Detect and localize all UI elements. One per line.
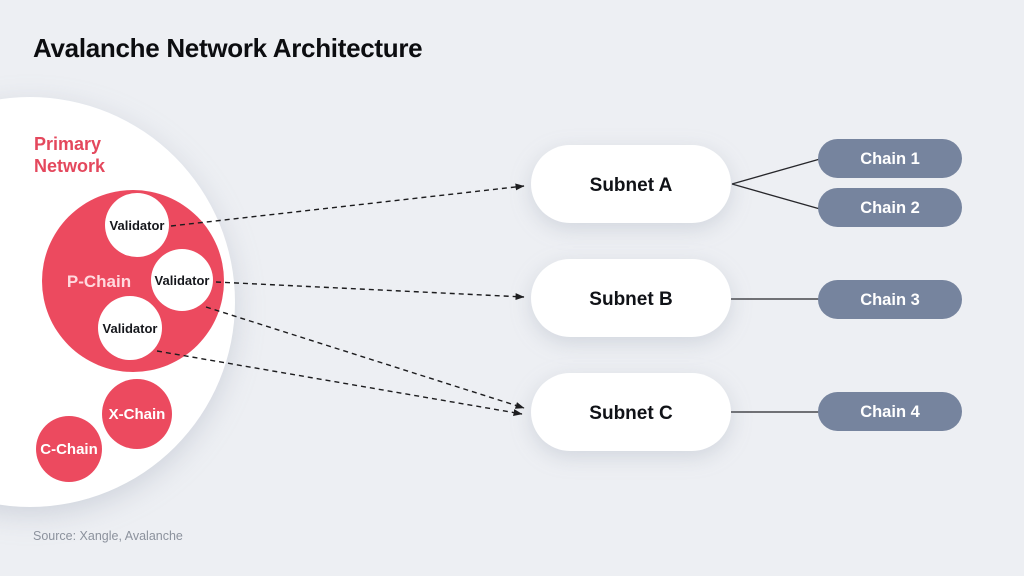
subnet-c-pill [531,373,731,451]
dashed-arrow-validator3-subnetC [156,350,523,417]
x-chain-label: X-Chain [109,406,166,423]
validator-label-2: Validator [155,273,210,288]
connector-subnetA-chain1 [731,158,821,185]
validator-circle-1 [105,193,169,257]
page-title: Avalanche Network Architecture [33,33,423,63]
chain-3-label: Chain 3 [860,291,920,309]
subnet-b-label: Subnet B [589,289,672,310]
dashed-arrow-validator2-subnetB [215,281,525,301]
source-note: Source: Xangle, Avalanche [33,529,183,543]
x-chain-circle [102,379,172,449]
p-chain-label: P-Chain [67,272,131,291]
chain-1-label: Chain 1 [860,150,920,168]
subnet-a-pill [531,145,731,223]
chain-2-label: Chain 2 [860,199,920,217]
primary-network-label: Primary Network [34,134,106,176]
c-chain-circle [36,416,102,482]
dashed-arrow-validator2-subnetC [205,306,525,409]
connector-subnetA-chain2 [731,183,821,210]
dashed-arrow-validator1-subnetA [170,183,525,227]
chain-4-label: Chain 4 [860,403,920,421]
subnet-a-label: Subnet A [590,175,673,196]
validator-label-3: Validator [103,321,158,336]
validator-circle-2 [151,249,213,311]
validator-label-1: Validator [110,218,165,233]
chain-2-pill [818,188,962,227]
subnet-b-pill [531,259,731,337]
chain-4-pill [818,392,962,431]
p-chain-circle [42,190,224,372]
chain-1-pill [818,139,962,178]
validator-circle-3 [98,296,162,360]
c-chain-label: C-Chain [40,441,98,458]
subnet-c-label: Subnet C [589,403,673,424]
chain-3-pill [818,280,962,319]
